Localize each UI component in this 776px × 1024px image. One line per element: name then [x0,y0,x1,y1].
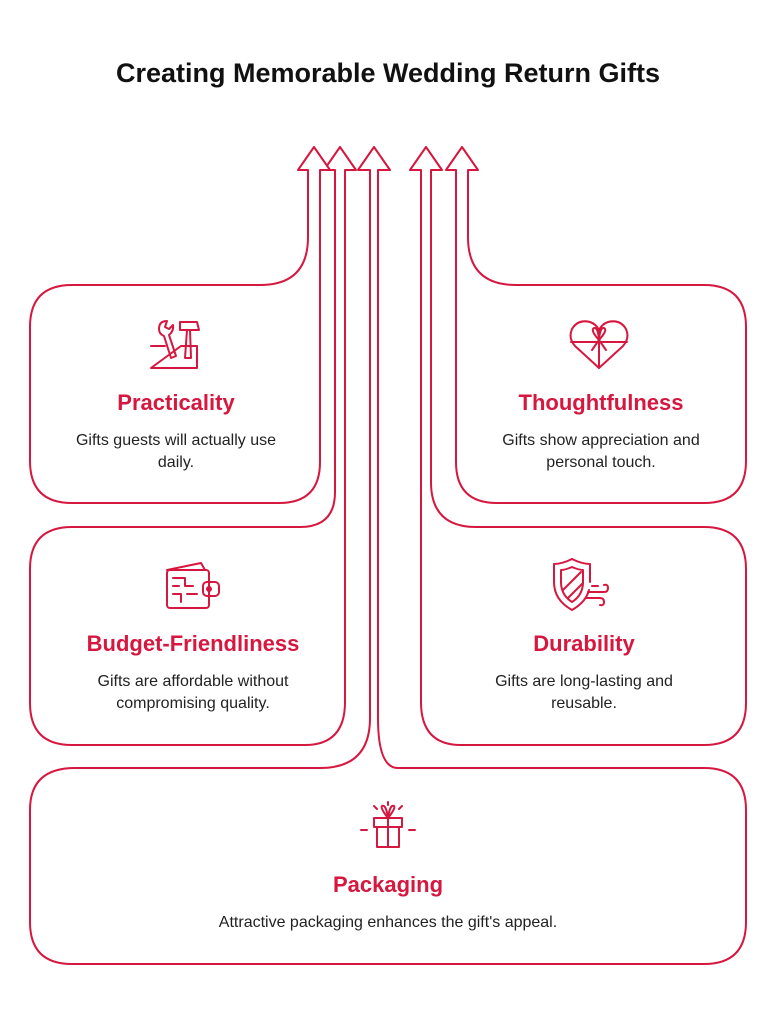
card-title-budget: Budget-Friendliness [86,631,300,656]
gift-icon [360,801,416,848]
shield-wind-icon [553,558,609,611]
card-packaging: Packaging Attractive packaging enhances … [45,872,731,934]
card-title-packaging: Packaging [332,872,444,897]
page-title: Creating Memorable Wedding Return Gifts [115,58,661,88]
card-description-practicality: Gifts guests will actually use daily. [75,432,277,471]
heart-gift-icon [569,320,629,369]
tools-box-icon [150,320,200,369]
card-title-durability: Durability [533,631,635,656]
card-description-thoughtfulness: Gifts show appreciation and personal tou… [502,432,700,471]
card-description-packaging: Attractive packaging enhances the gift's… [218,914,558,931]
wallet-icon [166,562,220,609]
card-title-thoughtfulness: Thoughtfulness [518,390,684,415]
card-practicality: Practicality Gifts guests will actually … [45,390,307,474]
card-description-durability: Gifts are long-lasting and reusable. [495,673,673,712]
card-durability: Durability Gifts are long-lasting and re… [436,631,732,715]
card-title-practicality: Practicality [117,390,235,415]
card-outline-budget [29,146,357,746]
card-outline-durability [409,146,747,746]
card-description-budget: Gifts are affordable without compromisin… [97,673,289,712]
card-outline-packaging [29,146,747,965]
card-budget: Budget-Friendliness Gifts are affordable… [45,631,341,715]
card-thoughtfulness: Thoughtfulness Gifts show appreciation a… [470,390,732,474]
